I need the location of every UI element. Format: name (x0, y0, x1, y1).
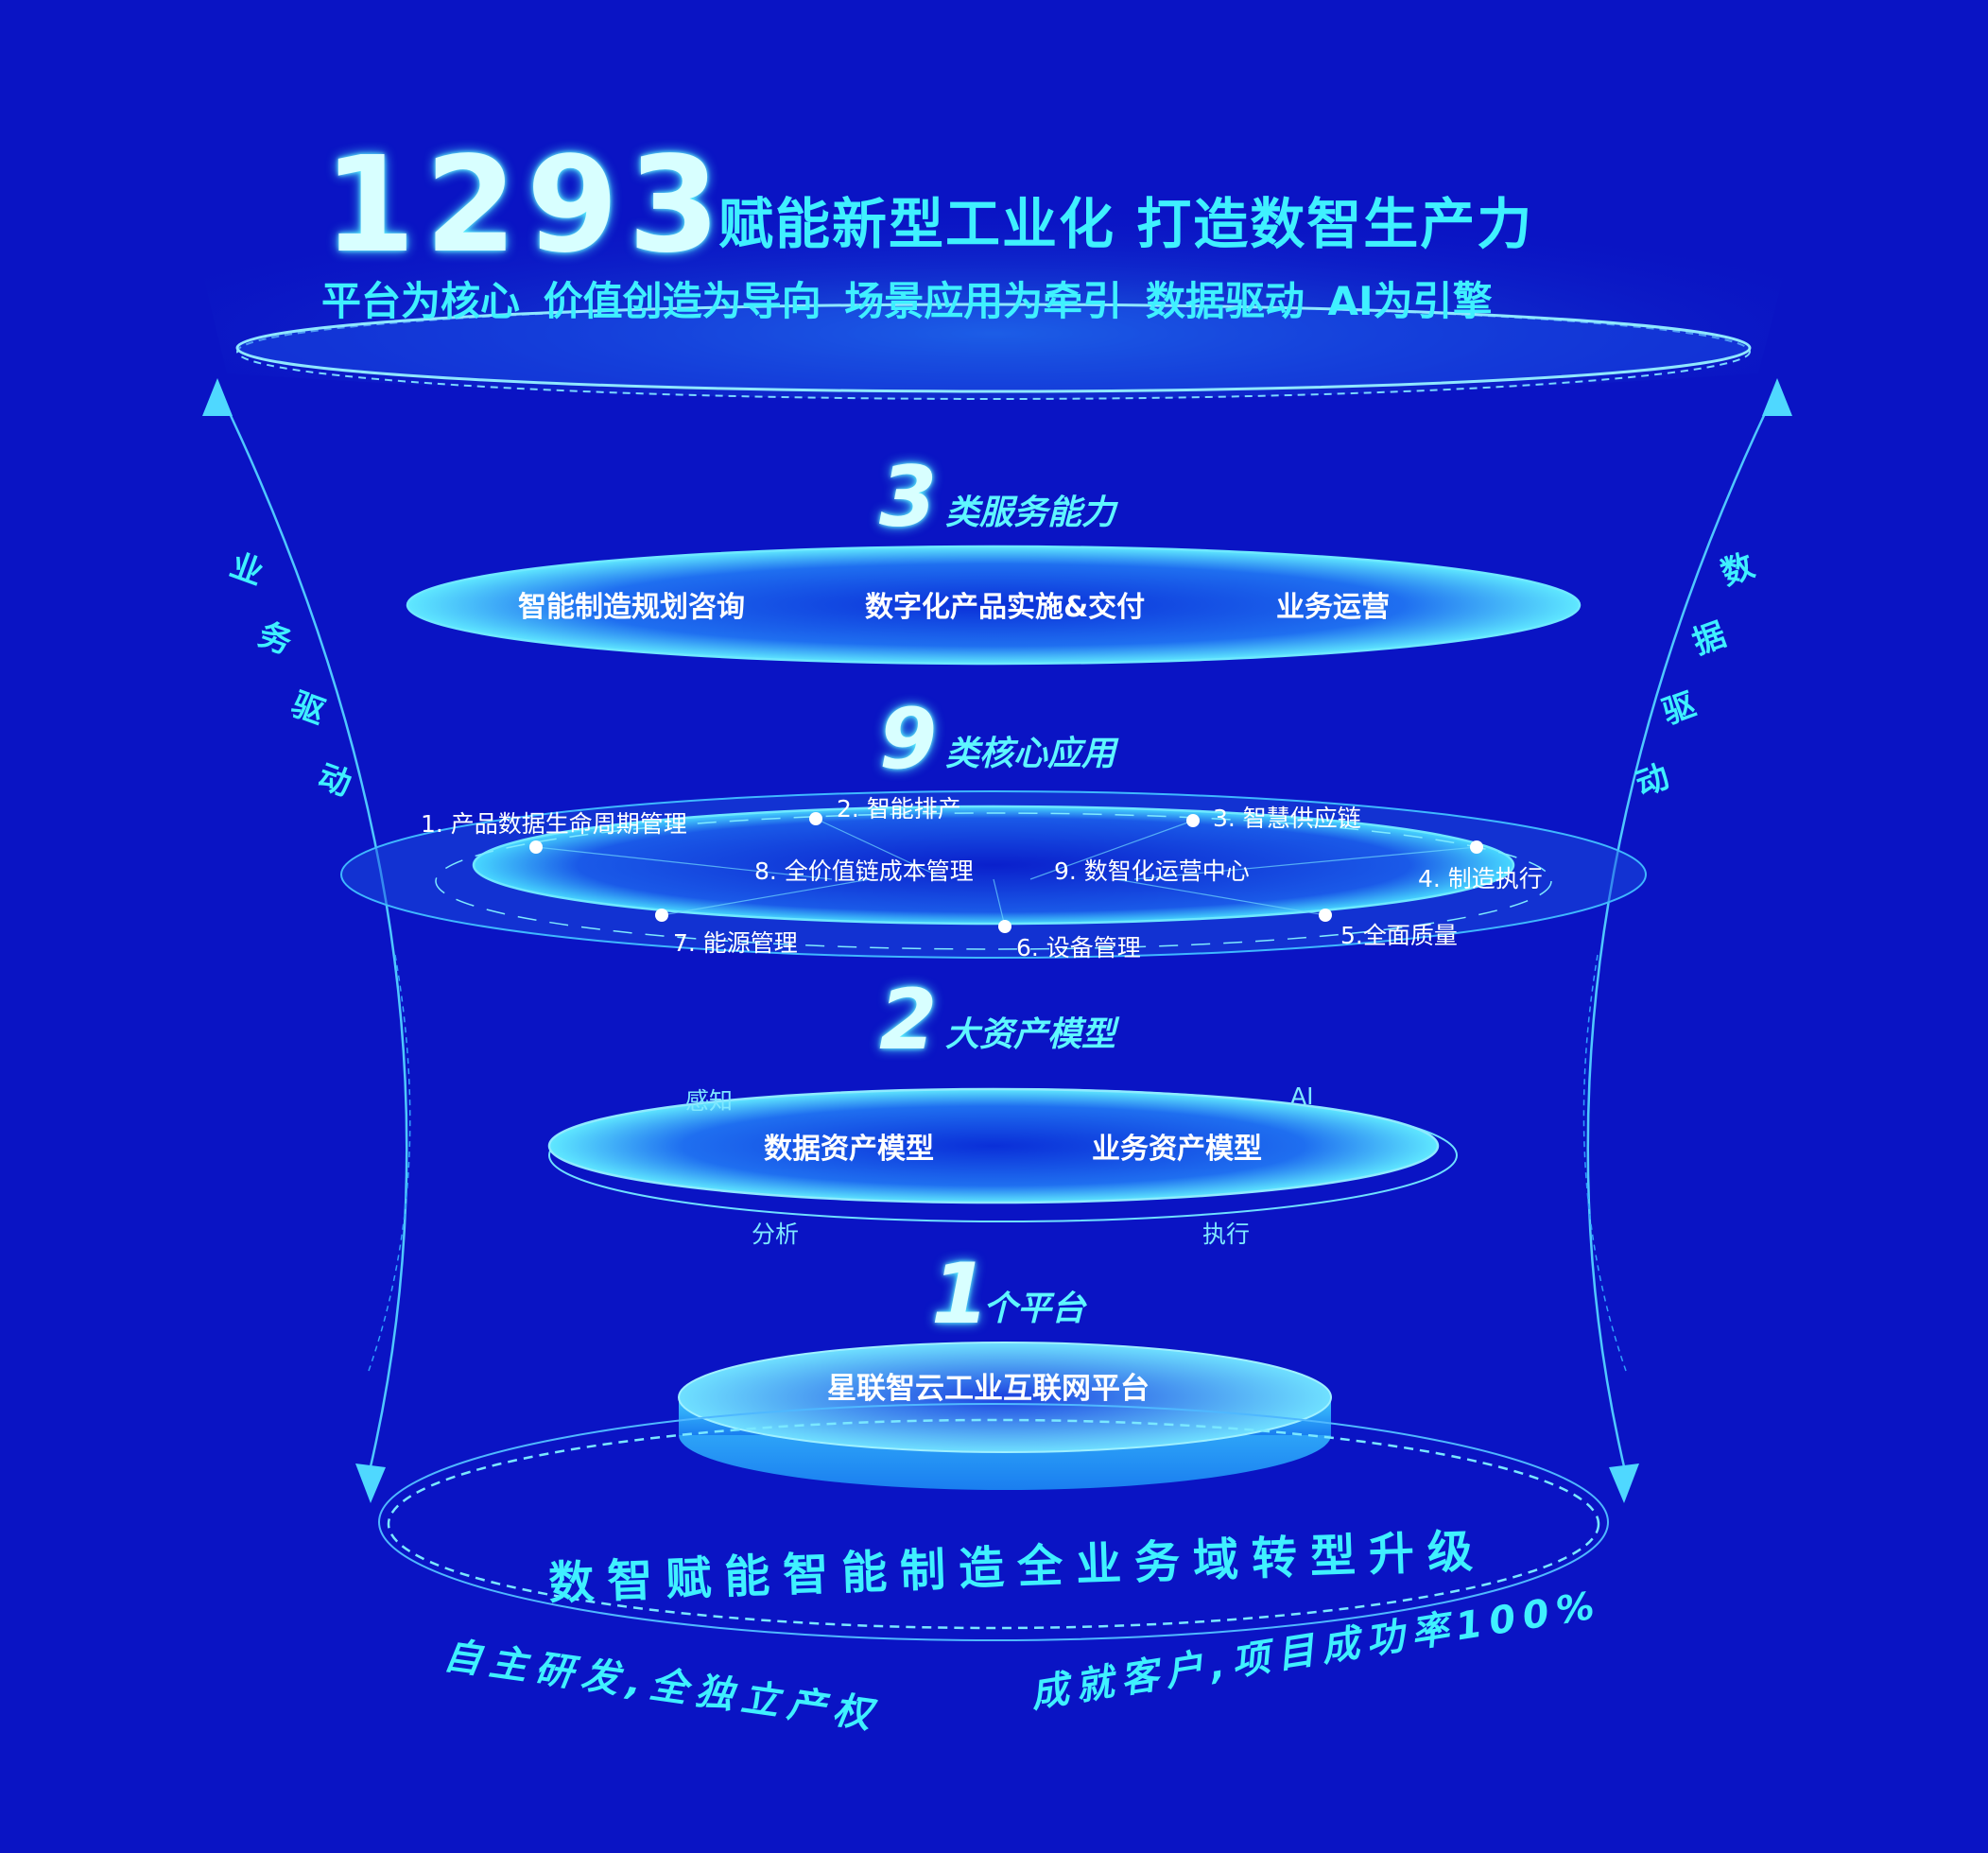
tier3-label: 类服务能力 (945, 494, 1116, 532)
app-1: 1. 产品数据生命周期管理 (421, 810, 687, 838)
model-data-asset: 数据资产模型 (764, 1133, 934, 1166)
app-6: 6. 设备管理 (1016, 934, 1141, 961)
left-arrow-up (202, 378, 233, 416)
base-outer-ring (378, 1403, 1609, 1641)
tier9-number: 9 (879, 690, 938, 788)
tier3-ellipse (406, 545, 1582, 666)
tier9-inner-disc (472, 805, 1515, 926)
left-curve (216, 387, 408, 1476)
platform-name: 星联智云工业互联网平台 (827, 1372, 1150, 1406)
service-item-2: 数字化产品实施&交付 (865, 591, 1146, 624)
header-subtitle: 平台为核心 价值创造为导向 场景应用为牵引 数据驱动 AI为引擎 (321, 278, 1493, 324)
app-3: 3. 智慧供应链 (1213, 805, 1361, 832)
base-dashed-ring (387, 1418, 1600, 1630)
service-item-1: 智能制造规划咨询 (518, 591, 745, 624)
tier1-number: 1 (931, 1245, 990, 1342)
app-4: 4. 制造执行 (1418, 865, 1543, 892)
service-item-3: 业务运营 (1276, 591, 1390, 624)
left-arrow-down (355, 1463, 386, 1503)
tier2-disc (547, 1087, 1440, 1204)
tier9-connectors (535, 818, 1478, 927)
ring-label-sense: 感知 (685, 1087, 734, 1115)
tier9-label: 类核心应用 (945, 735, 1116, 773)
tier3-number: 3 (879, 448, 938, 546)
tier1-label: 个平台 (983, 1290, 1086, 1328)
ring-label-execute: 执行 (1202, 1221, 1251, 1248)
app-8: 8. 全价值链成本管理 (754, 857, 974, 885)
tier9-dashed-ring (435, 812, 1552, 950)
right-arrow-up (1762, 378, 1792, 416)
ring-label-analyze: 分析 (752, 1221, 800, 1248)
top-ellipse (235, 303, 1752, 393)
right-curve (1586, 387, 1779, 1476)
app-9: 9. 数智化运营中心 (1054, 857, 1250, 885)
right-dash-curve (1582, 954, 1627, 1372)
header-number: 1293 (323, 129, 730, 283)
top-dashed-ring (236, 303, 1751, 400)
right-arrow-down (1609, 1463, 1639, 1503)
tier2-number: 2 (879, 971, 938, 1068)
left-dash-curve (368, 954, 411, 1372)
top-glow (189, 180, 1799, 400)
app-2: 2. 智能排产 (837, 795, 961, 823)
tier2-label: 大资产模型 (945, 1015, 1116, 1054)
app-5: 5.全面质量 (1340, 922, 1458, 949)
app-7: 7. 能源管理 (673, 929, 798, 957)
ring-label-ai: AI (1290, 1082, 1314, 1110)
tier9-dots (529, 812, 1483, 933)
model-business-asset: 业务资产模型 (1092, 1133, 1262, 1166)
header-title: 赋能新型工业化 打造数智生产力 (718, 192, 1534, 256)
